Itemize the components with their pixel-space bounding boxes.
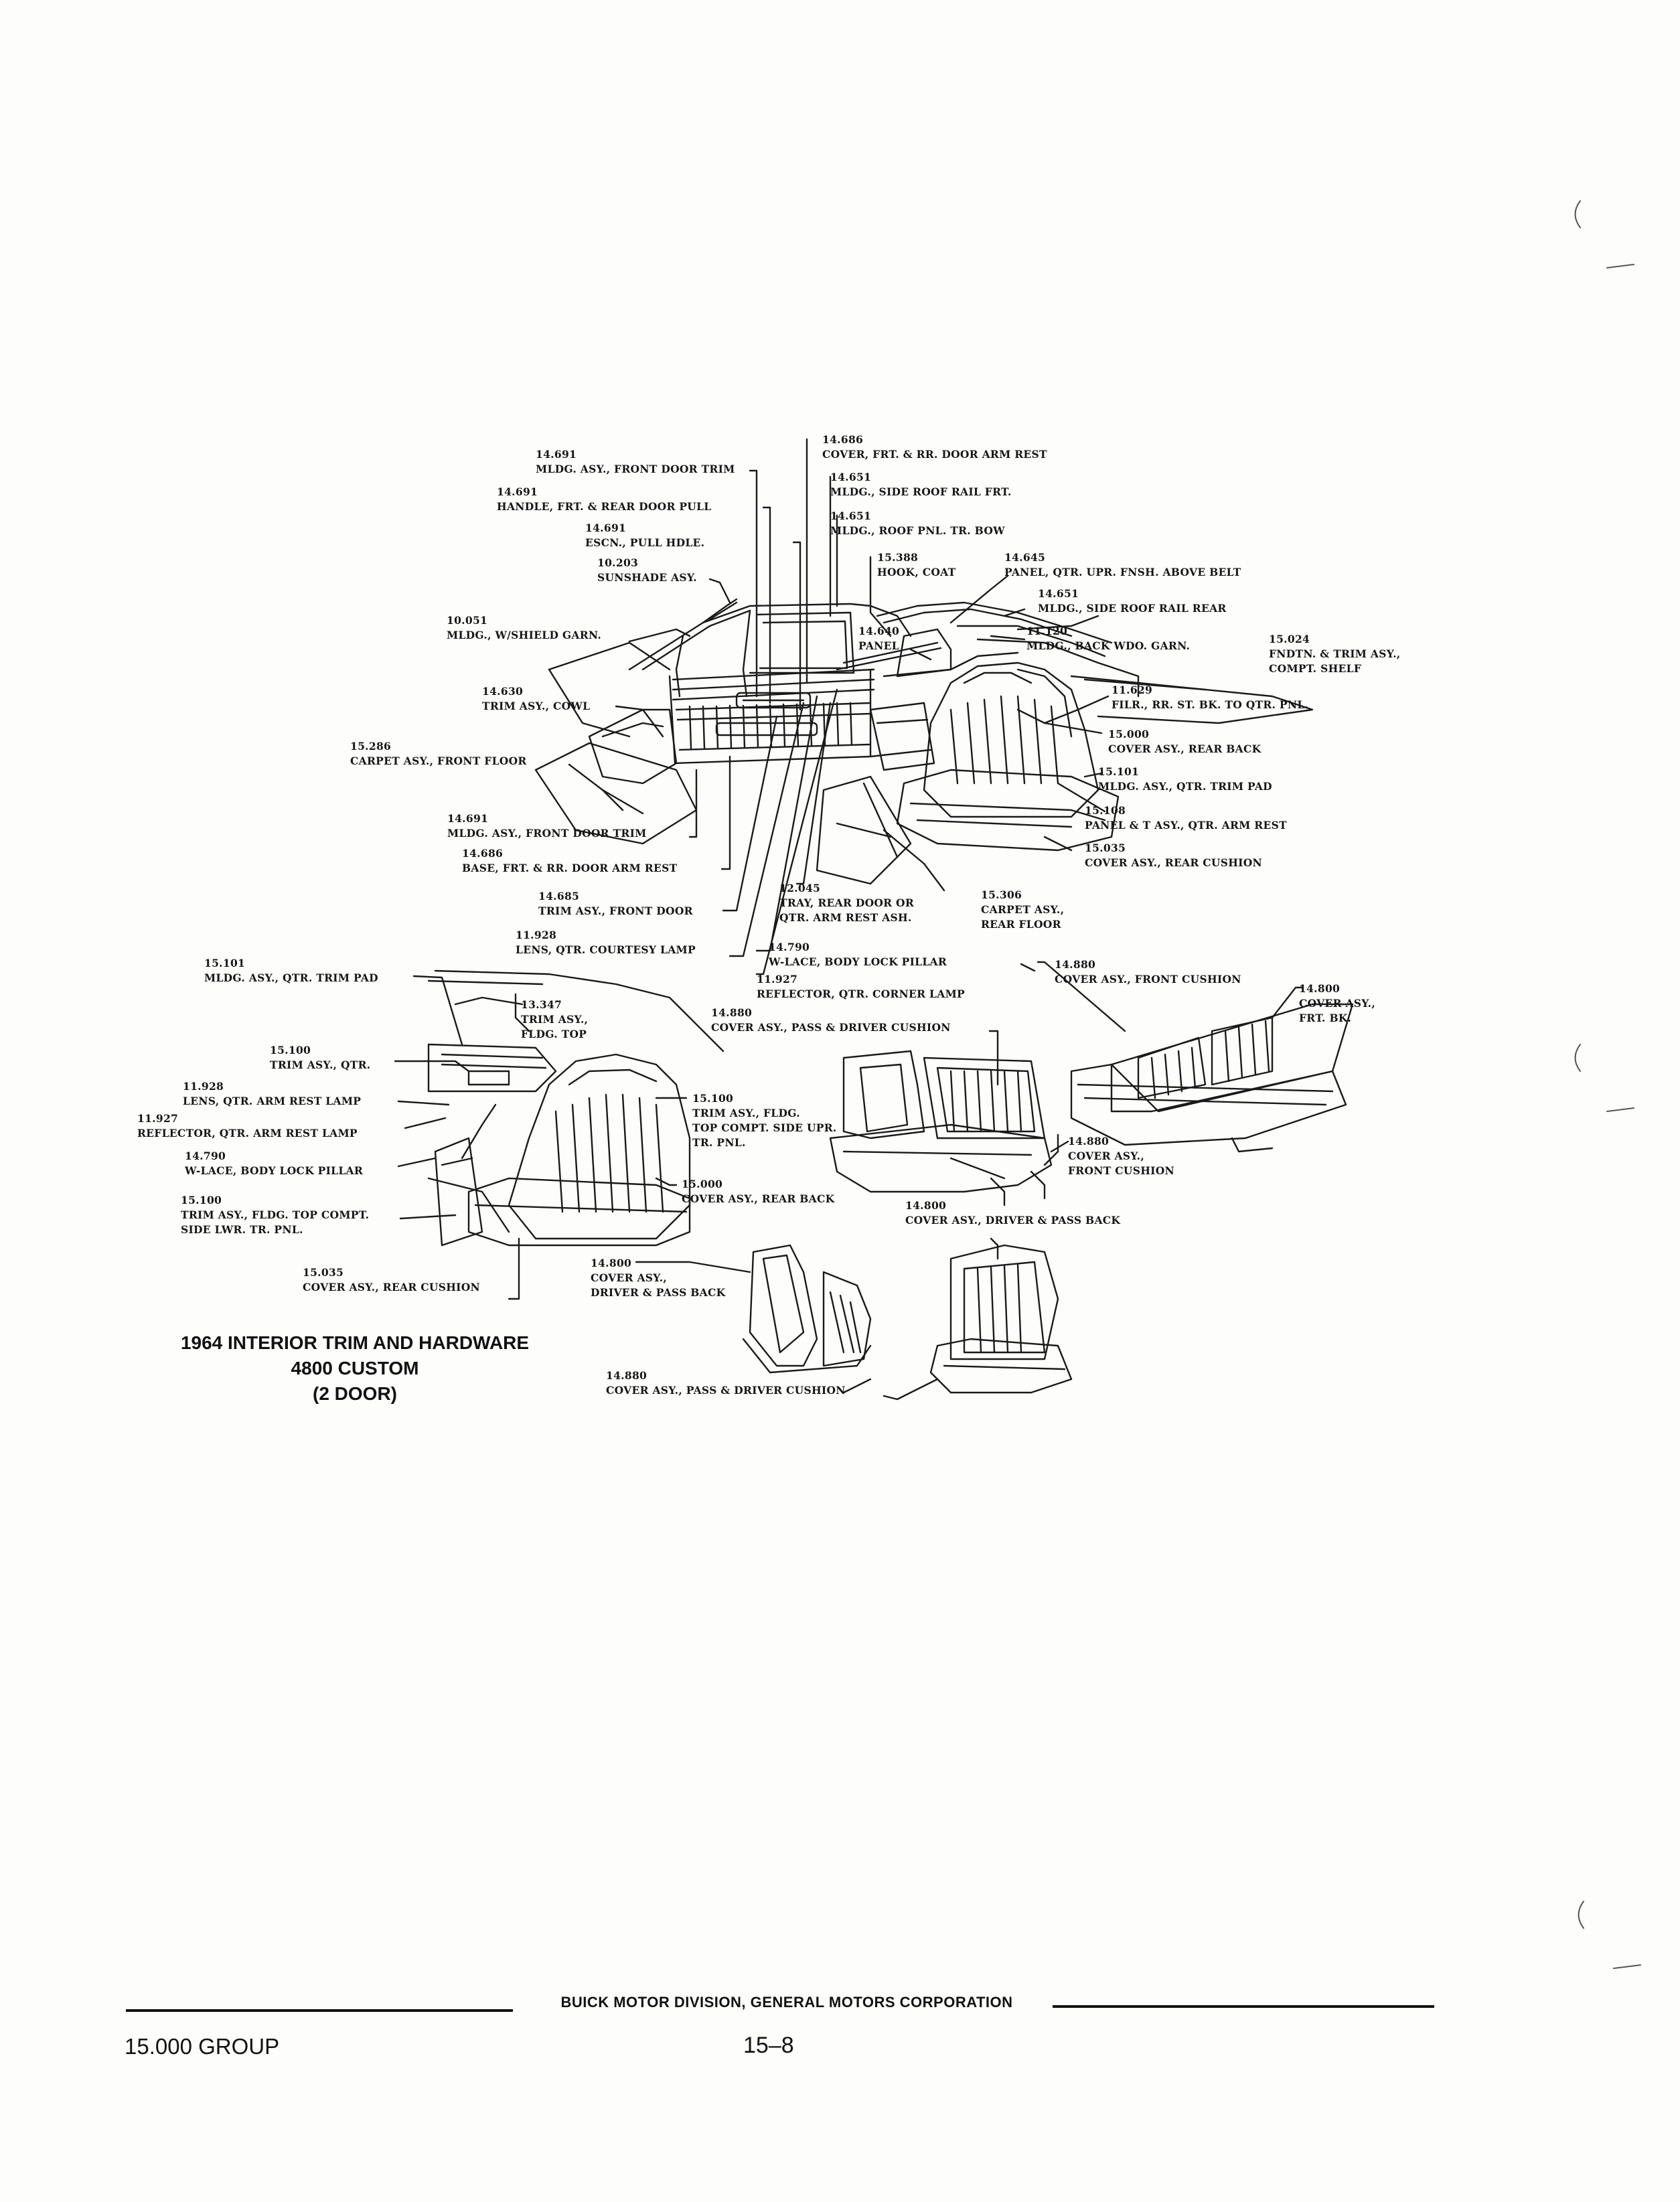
callout-quarter-trim-pad-moulding: 15.101 MLDG. ASY., QTR. TRIM PAD xyxy=(1098,765,1272,793)
callout-front-back-cover: 14.800 COVER ASY., FRT. BK. xyxy=(1299,982,1376,1024)
top-leader-lines xyxy=(568,438,1110,975)
callout-rear-seat-back-filler: 11.629 FILR., RR. ST. BK. TO QTR. PNL. xyxy=(1112,684,1309,711)
callout-folding-top-trim: 13.347 TRIM ASY., FLDG. TOP xyxy=(521,998,589,1040)
callout-front-door-trim: 14.685 TRIM ASY., FRONT DOOR xyxy=(538,890,693,917)
callout-compartment-shelf: 15.024 FNDTN. & TRIM ASY., COMPT. SHELF xyxy=(1269,633,1401,675)
convertible-rear-drawing xyxy=(427,969,724,1247)
callout-pass-driver-cushion-cover: 14.880 COVER ASY., PASS & DRIVER CUSHION xyxy=(711,1006,951,1034)
callout-arm-rest-base: 14.686 BASE, FRT. & RR. DOOR ARM REST xyxy=(462,847,678,874)
car-interior-drawing xyxy=(534,598,1314,885)
callout-windshield-garnish: 10.051 MLDG., W/SHIELD GARN. xyxy=(447,614,602,641)
publisher-line: BUICK MOTOR DIVISION, GENERAL MOTORS COR… xyxy=(560,1994,1013,2011)
callout-arm-rest-lamp-lens: 11.928 LENS, QTR. ARM REST LAMP xyxy=(183,1080,362,1107)
margin-marks xyxy=(1574,200,1641,1969)
page-number: 15–8 xyxy=(743,2033,794,2058)
callout-roof-panel-bow: 14.651 MLDG., ROOF PNL. TR. BOW xyxy=(830,509,1005,537)
callout-front-cushion-cover-2: 14.880 COVER ASY., FRONT CUSHION xyxy=(1068,1135,1174,1177)
figure-caption-line-3: (2 DOOR) xyxy=(313,1383,397,1404)
callout-cowl-trim: 14.630 TRIM ASY., COWL xyxy=(482,685,591,712)
callout-driver-pass-back-cover-2: 14.800 COVER ASY., DRIVER & PASS BACK xyxy=(591,1257,726,1299)
callout-rear-cushion-cover-conv: 15.035 COVER ASY., REAR CUSHION xyxy=(303,1266,480,1293)
figure-caption-line-1: 1964 INTERIOR TRIM AND HARDWARE xyxy=(180,1332,530,1353)
callout-quarter-trim-pad-moulding-conv: 15.101 MLDG. ASY., QTR. TRIM PAD xyxy=(204,957,378,984)
callout-corner-lamp-reflector: 11.927 REFLECTOR, QTR. CORNER LAMP xyxy=(757,973,965,1000)
callout-side-roof-rail-rear: 14.651 MLDG., SIDE ROOF RAIL REAR xyxy=(1038,587,1227,615)
callout-quarter-upper-panel: 14.645 PANEL, QTR. UPR. FNSH. ABOVE BELT xyxy=(1004,551,1241,578)
callout-side-roof-rail-front: 14.651 MLDG., SIDE ROOF RAIL FRT. xyxy=(830,471,1012,498)
callout-body-lock-pillar-wlace-conv: 14.790 W-LACE, BODY LOCK PILLAR xyxy=(185,1150,364,1177)
callout-rear-back-cover: 15.000 COVER ASY., REAR BACK xyxy=(1108,728,1262,755)
callout-rear-floor-carpet: 15.306 CARPET ASY., REAR FLOOR xyxy=(981,888,1065,931)
callout-courtesy-lamp-lens: 11.928 LENS, QTR. COURTESY LAMP xyxy=(516,929,696,956)
callout-front-door-trim-moulding: 14.691 MLDG. ASY., FRONT DOOR TRIM xyxy=(536,448,735,475)
bucket-seats-bottom-drawing xyxy=(742,1244,1073,1394)
callout-pull-handle-escutcheon: 14.691 ESCN., PULL HDLE. xyxy=(585,522,705,549)
callout-sunshade: 10.203 SUNSHADE ASY. xyxy=(597,556,697,584)
bucket-seat-leader-lines xyxy=(988,1030,1059,1166)
callout-pass-driver-cushion-cover-2: 14.880 COVER ASY., PASS & DRIVER CUSHION xyxy=(606,1369,846,1397)
convertible-leader-lines xyxy=(394,975,688,1300)
bucket-seat-pair-drawing xyxy=(829,1050,1053,1206)
callout-rear-cushion-cover: 15.035 COVER ASY., REAR CUSHION xyxy=(1085,842,1262,869)
figure-caption-line-2: 4800 CUSTOM xyxy=(291,1358,419,1379)
callout-ash-tray: 12.045 TRAY, REAR DOOR OR QTR. ARM REST … xyxy=(779,882,915,924)
callout-door-pull-handle: 14.691 HANDLE, FRT. & REAR DOOR PULL xyxy=(497,485,712,513)
callout-quarter-trim: 15.100 TRIM ASY., QTR. xyxy=(270,1044,371,1071)
callout-top-compartment-side-upper: 15.100 TRIM ASY., FLDG. TOP COMPT. SIDE … xyxy=(692,1092,837,1149)
callout-quarter-arm-rest-panel: 15.108 PANEL & T ASY., QTR. ARM REST xyxy=(1085,804,1287,832)
callout-front-floor-carpet: 15.286 CARPET ASY., FRONT FLOOR xyxy=(350,740,527,767)
callout-arm-rest-lamp-reflector: 11.927 REFLECTOR, QTR. ARM REST LAMP xyxy=(137,1112,358,1139)
callout-rear-back-cover-conv: 15.000 COVER ASY., REAR BACK xyxy=(682,1178,835,1205)
callout-panel: 14.640 PANEL xyxy=(858,625,900,652)
callout-front-door-trim-moulding-lower: 14.691 MLDG. ASY., FRONT DOOR TRIM xyxy=(447,812,647,840)
callout-coat-hook: 15.388 HOOK, COAT xyxy=(877,551,956,578)
callout-top-compartment-side-lower: 15.100 TRIM ASY., FLDG. TOP COMPT. SIDE … xyxy=(181,1194,370,1236)
callout-front-cushion-cover: 14.880 COVER ASY., FRONT CUSHION xyxy=(1055,958,1241,986)
footer-rule-left xyxy=(126,2009,513,2012)
footer-rule-right xyxy=(1053,2005,1434,2008)
front-bench-seat-drawing xyxy=(1070,1003,1354,1153)
group-label: 15.000 GROUP xyxy=(125,2034,280,2059)
callout-body-lock-pillar-wlace: 14.790 W-LACE, BODY LOCK PILLAR xyxy=(769,941,947,968)
callout-driver-pass-back-cover: 14.800 COVER ASY., DRIVER & PASS BACK xyxy=(905,1199,1121,1227)
callout-back-window-garnish: 11.120 MLDG., BACK WDO. GARN. xyxy=(1026,625,1191,652)
bench-seat-leader-lines xyxy=(1037,961,1304,1153)
bucket-seats-bottom-leader-lines xyxy=(635,1237,999,1401)
callout-arm-rest-cover: 14.686 COVER, FRT. & RR. DOOR ARM REST xyxy=(822,433,1047,461)
